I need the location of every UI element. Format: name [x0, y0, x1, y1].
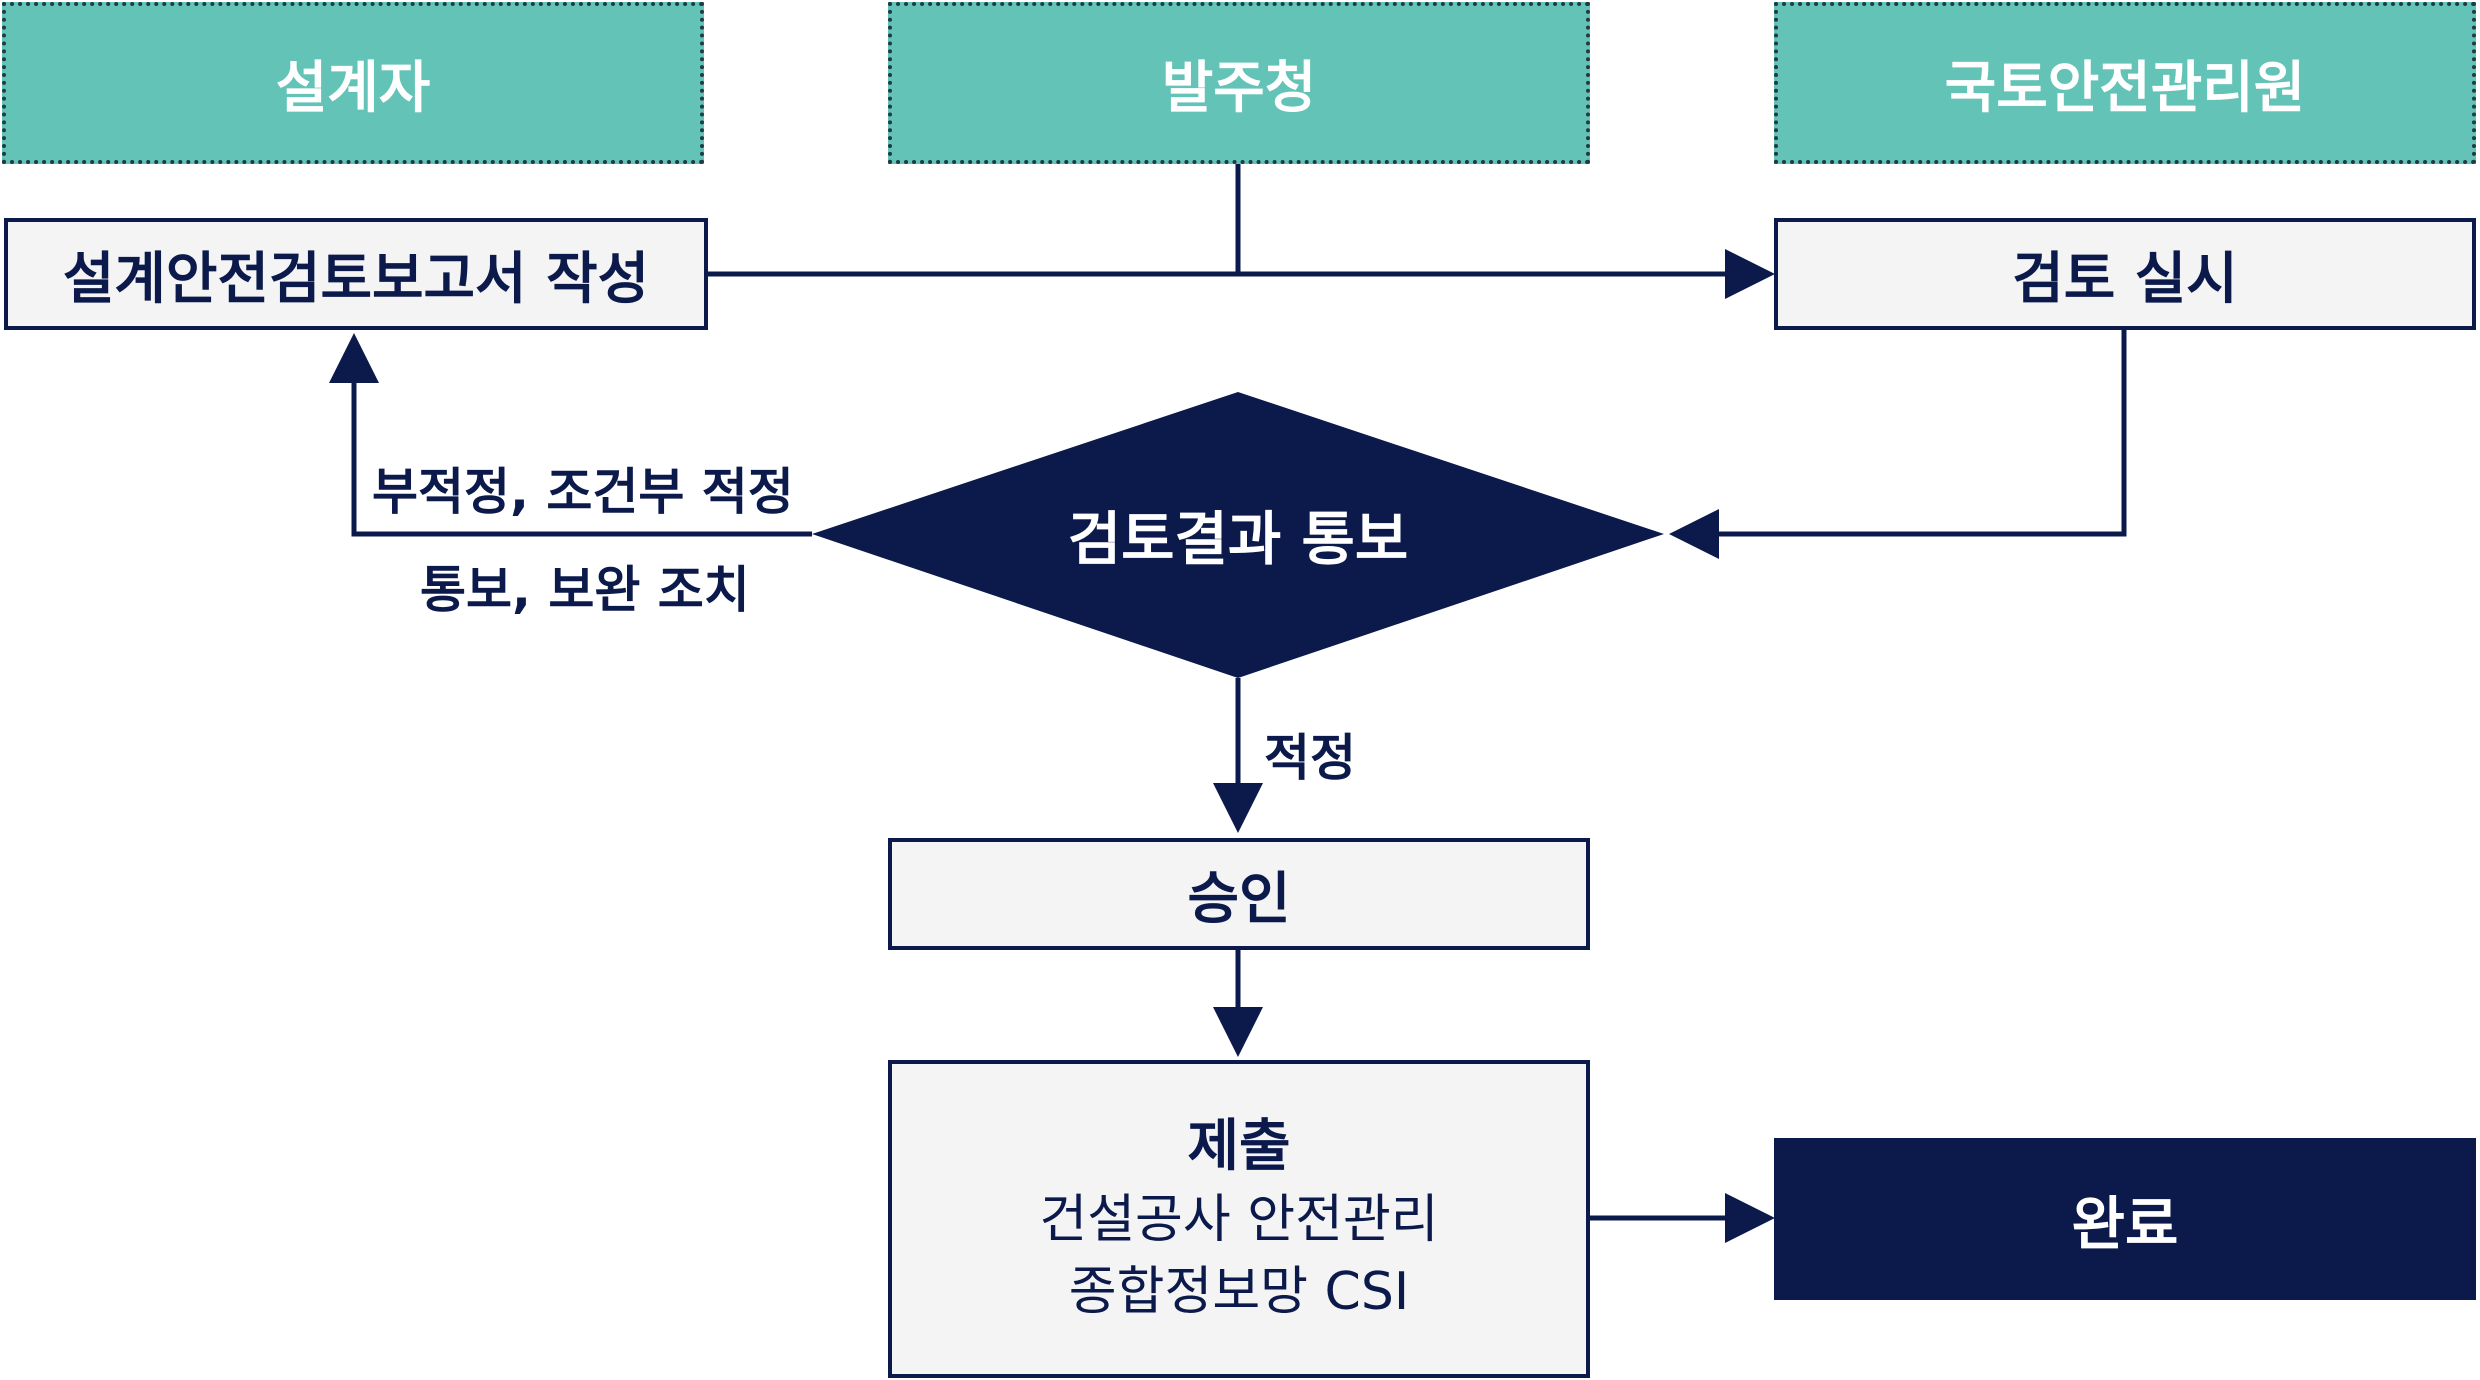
- step-submit: 제출 건설공사 안전관리 종합정보망 CSI: [888, 1060, 1590, 1378]
- step-write-report: 설계안전검토보고서 작성: [4, 218, 708, 330]
- step-review: 검토 실시: [1774, 218, 2476, 330]
- step-complete: 완료: [1774, 1138, 2476, 1300]
- step-complete-label: 완료: [2071, 1190, 2179, 1258]
- arrow-review-to-result: [1669, 330, 2127, 559]
- edge-label-unsuitable-1: 부적정, 조건부 적정: [372, 463, 794, 521]
- step-submit-line2: 종합정보망 CSI: [1068, 1262, 1410, 1322]
- step-submit-title: 제출: [1187, 1114, 1291, 1179]
- role-client-label: 발주청: [1161, 55, 1317, 121]
- role-kalis: 국토안전관리원: [1774, 2, 2476, 164]
- edge-label-suitable: 적정: [1264, 729, 1356, 787]
- step-submit-line1: 건설공사 안전관리: [1039, 1190, 1439, 1250]
- step-write-report-label: 설계안전검토보고서 작성: [62, 246, 650, 312]
- step-approval: 승인: [888, 838, 1590, 950]
- arrow-result-to-report: [329, 333, 812, 537]
- result-diamond: [812, 392, 1664, 678]
- result-diamond-label: 검토결과 통보: [1067, 505, 1409, 573]
- role-designer: 설계자: [2, 2, 704, 164]
- role-kalis-label: 국토안전관리원: [1944, 55, 2306, 121]
- step-approval-label: 승인: [1187, 866, 1291, 932]
- edge-label-unsuitable-2: 통보, 보완 조치: [420, 561, 750, 619]
- role-client: 발주청: [888, 2, 1590, 164]
- step-review-label: 검토 실시: [2012, 246, 2238, 312]
- role-designer-label: 설계자: [275, 55, 431, 121]
